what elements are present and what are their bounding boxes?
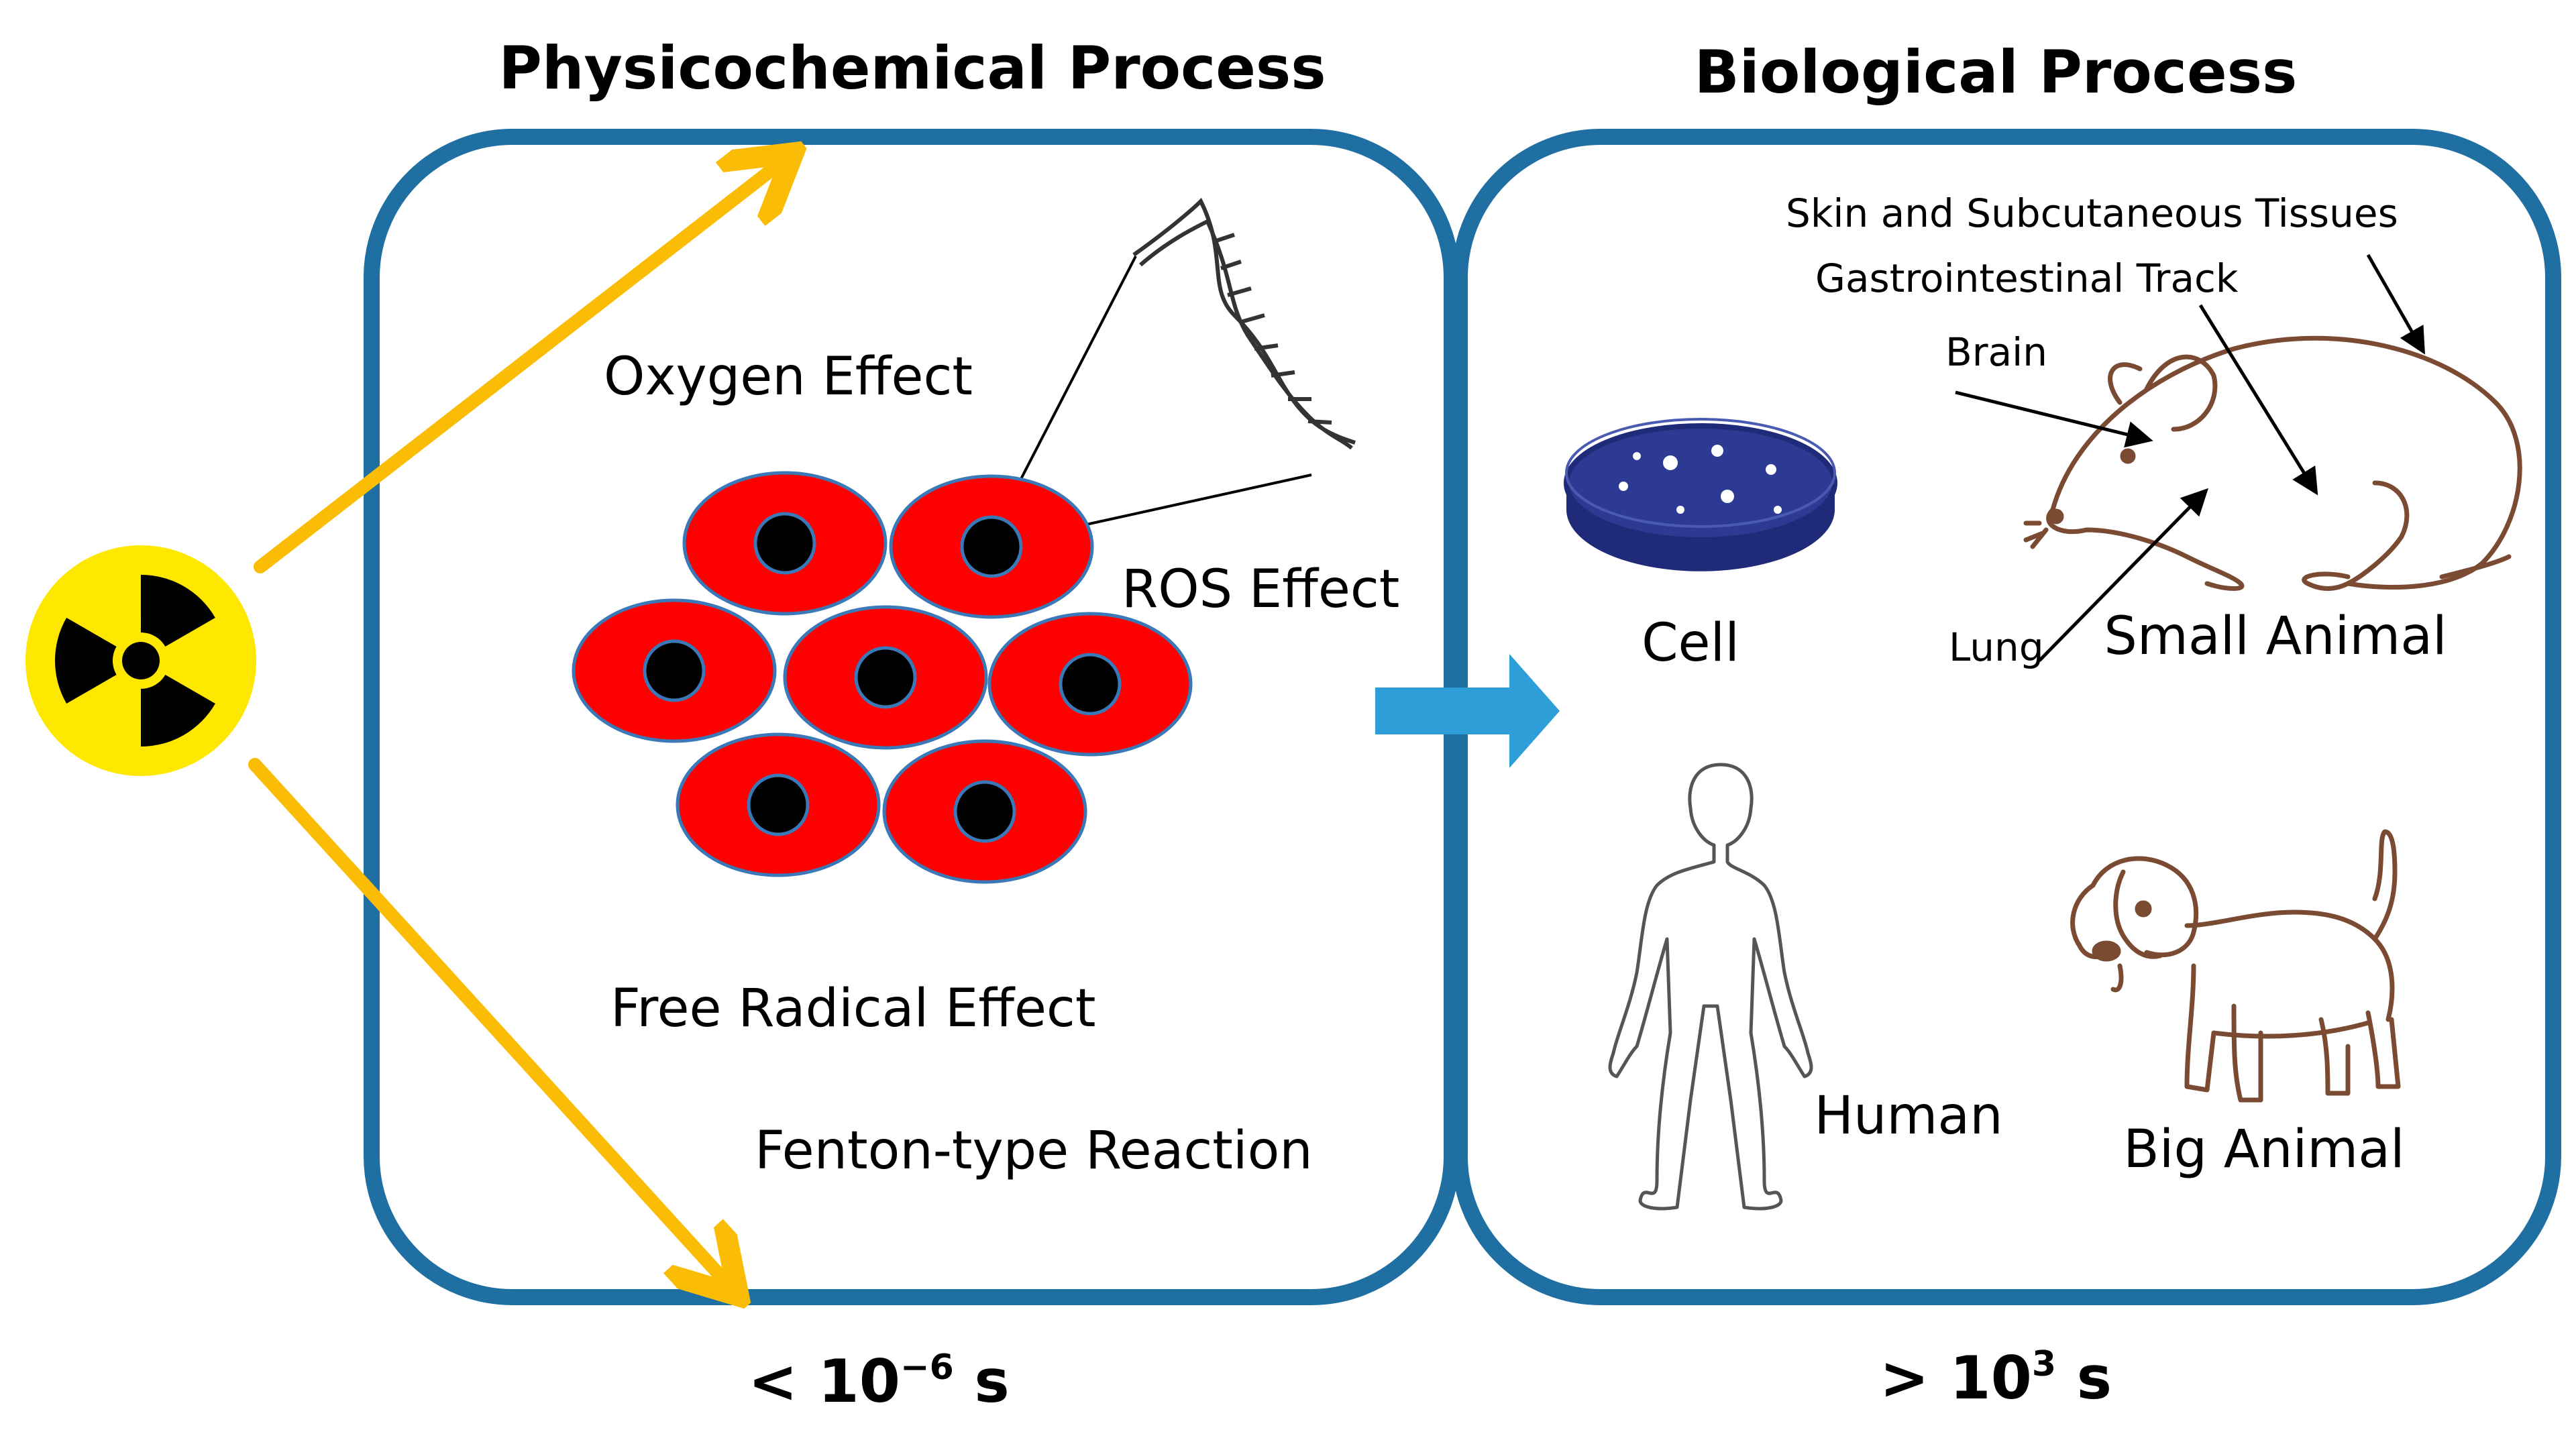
gastro-pointer-arrow xyxy=(2198,304,2318,496)
oxygen-effect-label: Oxygen Effect xyxy=(604,347,973,407)
rat-icon xyxy=(2023,335,2522,591)
cell-label: Cell xyxy=(1642,613,1739,673)
skin-tissues-label: Skin and Subcutaneous Tissues xyxy=(1786,190,2398,236)
physicochemical-title: Physicochemical Process xyxy=(498,34,1326,103)
dna-helix-icon xyxy=(1132,197,1356,450)
cell xyxy=(783,605,988,750)
timescale-right-prefix: > 10 xyxy=(1880,1343,2032,1413)
brain-label: Brain xyxy=(1945,329,2047,375)
timescale-right-exponent: 3 xyxy=(2032,1344,2056,1384)
cell xyxy=(987,612,1193,757)
ros-effect-label: ROS Effect xyxy=(1122,559,1399,620)
timescale-left-unit: s xyxy=(954,1347,1010,1416)
cell-cluster xyxy=(572,471,1193,884)
transition-arrow xyxy=(1375,654,1560,768)
fenton-reaction-label: Fenton-type Reaction xyxy=(755,1121,1313,1181)
human-label: Human xyxy=(1814,1086,2002,1146)
lung-label: Lung xyxy=(1949,624,2044,670)
biological-title: Biological Process xyxy=(1695,38,2298,107)
big-animal-label: Big Animal xyxy=(2123,1119,2404,1180)
petri-dish-icon xyxy=(1564,418,1837,571)
small-animal-label: Small Animal xyxy=(2104,606,2447,667)
biological-timescale: > 103 s xyxy=(1880,1343,2112,1413)
dog-icon xyxy=(2070,829,2401,1103)
cell xyxy=(882,739,1087,884)
human-silhouette-icon xyxy=(1608,763,1813,1211)
skin-pointer-arrow xyxy=(2366,254,2425,355)
timescale-right-unit: s xyxy=(2056,1343,2112,1413)
timescale-left-exponent: −6 xyxy=(900,1347,954,1388)
gastrointestinal-label: Gastrointestinal Track xyxy=(1815,256,2239,301)
brain-pointer-arrow xyxy=(1955,390,2153,448)
cell xyxy=(676,732,881,877)
timescale-left-prefix: < 10 xyxy=(748,1347,900,1416)
upper-yellow-arrow xyxy=(254,160,785,573)
radiation-hazard-icon xyxy=(25,545,256,776)
physicochemical-timescale: < 10−6 s xyxy=(748,1347,1010,1416)
lung-pointer-arrow xyxy=(2038,488,2208,662)
lower-yellow-arrow xyxy=(248,758,731,1288)
cell xyxy=(682,471,888,616)
cell xyxy=(889,474,1094,619)
free-radical-effect-label: Free Radical Effect xyxy=(610,979,1095,1039)
cell xyxy=(572,598,777,743)
